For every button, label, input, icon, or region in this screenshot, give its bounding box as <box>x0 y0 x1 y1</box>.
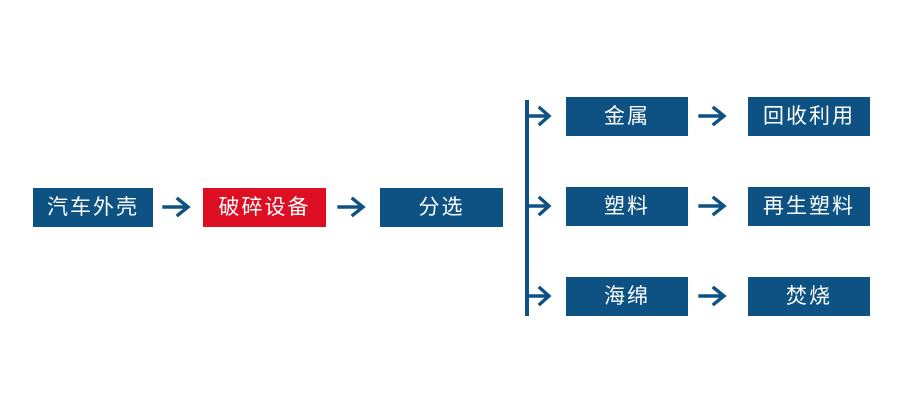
branch-arrow-right-icon-sponge <box>527 284 557 308</box>
arrow-right-icon-plastic-to-recycled-plastic <box>698 193 732 219</box>
node-car-shell[interactable]: 汽车外壳 <box>33 188 153 227</box>
arrow-right-icon-metal-to-recycle <box>698 103 732 129</box>
split-bus-line <box>525 100 529 316</box>
arrow-right-icon-crusher-to-sorting <box>337 194 371 220</box>
node-crushing-equipment[interactable]: 破碎设备 <box>203 188 326 227</box>
arrow-right-icon-sponge-to-incineration <box>698 283 732 309</box>
node-metal[interactable]: 金属 <box>566 97 688 136</box>
node-recycled-plastic[interactable]: 再生塑料 <box>748 187 870 226</box>
arrow-right-icon-shell-to-crusher <box>162 194 196 220</box>
branch-arrow-right-icon-metal <box>527 104 557 128</box>
node-incineration[interactable]: 焚烧 <box>748 277 870 316</box>
node-sponge[interactable]: 海绵 <box>566 277 688 316</box>
node-plastic[interactable]: 塑料 <box>566 187 688 226</box>
node-sorting[interactable]: 分选 <box>380 188 503 227</box>
node-recycling-reuse[interactable]: 回收利用 <box>748 97 870 136</box>
branch-arrow-right-icon-plastic <box>527 194 557 218</box>
